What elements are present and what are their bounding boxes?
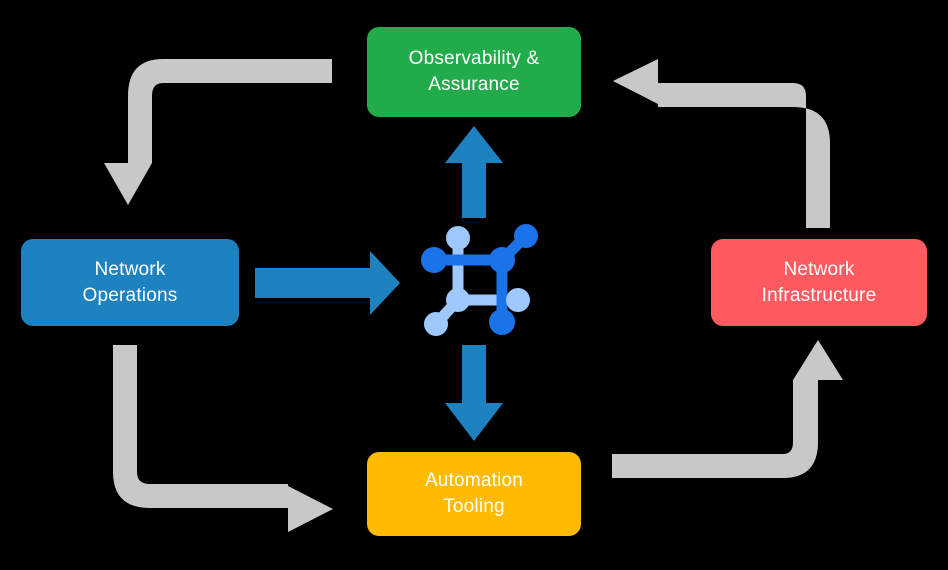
node-automation-tooling-label: Automation Tooling <box>424 470 524 517</box>
network-icon-primary-nodes <box>421 224 538 335</box>
network-nodes-icon <box>421 224 538 336</box>
arrow-operations-to-center <box>255 251 400 315</box>
node-automation-tooling[interactable]: Automation Tooling <box>367 452 581 536</box>
arrow-operations-to-automation <box>113 345 333 532</box>
arrow-center-to-observability <box>445 126 503 218</box>
node-network-infrastructure[interactable]: Network Infrastructure <box>711 239 927 326</box>
network-icon-secondary-nodes <box>424 226 530 336</box>
arrow-infrastructure-to-observability <box>613 59 830 228</box>
node-network-operations[interactable]: Network Operations <box>21 239 239 326</box>
node-observability-assurance[interactable]: Observability & Assurance <box>367 27 581 117</box>
node-network-infrastructure-label: Network Infrastructure <box>761 258 877 306</box>
node-network-operations-label: Network Operations <box>82 258 178 306</box>
node-observability-label: Observability & Assurance <box>408 48 540 95</box>
arrow-observability-to-operations <box>104 59 332 205</box>
arrow-center-to-automation <box>445 345 503 441</box>
arrow-automation-to-infrastructure <box>612 340 843 478</box>
